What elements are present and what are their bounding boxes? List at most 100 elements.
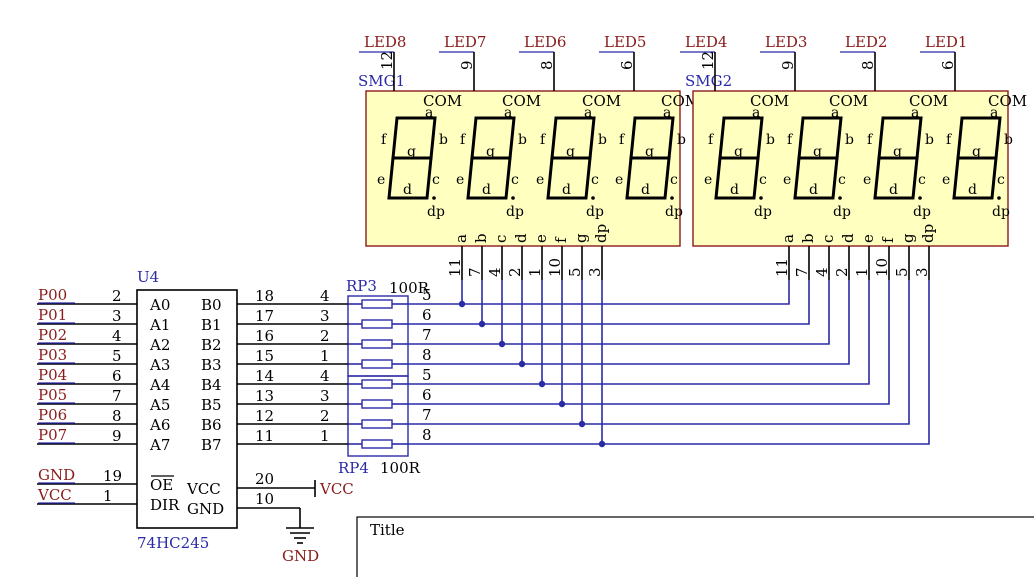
pin-name: B1 [201, 316, 222, 334]
junction-dot [518, 360, 526, 368]
bus-wire [408, 280, 850, 365]
seg-label-g: g [645, 144, 654, 160]
seven-seg-outline [793, 156, 839, 200]
bus-wire [408, 280, 910, 425]
segment-label-c: c [492, 235, 510, 243]
bus-wire [408, 280, 790, 305]
digit-com-label: COM [661, 92, 700, 110]
pin-number: 18 [255, 287, 274, 305]
title-label: Title [370, 521, 405, 539]
pin-name: B3 [201, 356, 222, 374]
pin-name: B4 [201, 376, 222, 394]
resistor-element [361, 399, 393, 409]
pin-number: 4 [112, 327, 122, 345]
pin-number: 7 [112, 387, 122, 405]
seg-label-f: f [619, 132, 626, 148]
net-label-gnd: GND [38, 466, 75, 484]
net-label-p06: P06 [38, 406, 67, 424]
pin-name: B2 [201, 336, 222, 354]
seg-label-a: a [911, 105, 919, 121]
segment-pin-number: 7 [466, 267, 484, 277]
pin-name: B5 [201, 396, 222, 414]
pin-name: A4 [149, 376, 170, 394]
display-body-smg2 [692, 90, 1009, 247]
seg-label-a: a [831, 105, 839, 121]
seven-seg-outline [387, 156, 433, 200]
pin-number: 19 [103, 467, 122, 485]
net-label-led7: LED7 [444, 33, 486, 51]
resistor-element [361, 339, 393, 349]
segment-label-dp: dp [919, 224, 937, 243]
pin-name: DIR [150, 496, 180, 514]
segment-pin-number: 7 [793, 267, 811, 277]
common-pin-number: 12 [699, 51, 717, 70]
seg-label-f: f [540, 132, 547, 148]
dp-dot [997, 196, 1001, 200]
digit-com-label: COM [423, 92, 462, 110]
seg-label-d: d [809, 182, 818, 198]
junction-dot [538, 380, 546, 388]
segment-label-c: c [819, 235, 837, 243]
seg-label-c: c [759, 172, 767, 188]
net-label-vcc: VCC [319, 480, 354, 498]
seg-label-c: c [997, 172, 1005, 188]
net-label-p03: P03 [38, 346, 67, 364]
resistor-element [361, 419, 393, 429]
seg-label-d: d [968, 182, 977, 198]
resistor-pin-number: 1 [320, 347, 330, 365]
dp-dot [511, 196, 515, 200]
seven-seg-outline [952, 156, 998, 200]
segment-label-g: g [572, 233, 590, 243]
resistor-pin-number: 3 [320, 307, 330, 325]
net-label-led6: LED6 [524, 33, 566, 51]
common-pin-number: 8 [538, 60, 556, 70]
segment-pin-number: 4 [486, 267, 504, 277]
junction-dot [578, 420, 586, 428]
pin-name: B6 [201, 416, 222, 434]
dp-dot [918, 196, 922, 200]
resistor-pin-number: 5 [422, 286, 432, 304]
seg-label-e: e [536, 172, 544, 188]
seg-label-b: b [766, 132, 775, 148]
seven-seg-outline [546, 156, 592, 200]
seg-label-f: f [867, 132, 874, 148]
resistor-element [361, 299, 393, 309]
seg-label-a: a [752, 105, 760, 121]
pin-name: A7 [149, 436, 170, 454]
bus-wire [408, 280, 830, 345]
pin-number: 6 [112, 367, 122, 385]
seg-label-e: e [942, 172, 950, 188]
seg-label-b: b [518, 132, 527, 148]
seg-label-g: g [893, 144, 902, 160]
seg-label-dp: dp [665, 204, 683, 220]
segment-label-d: d [512, 233, 530, 243]
seg-label-g: g [813, 144, 822, 160]
digit-com-label: COM [988, 92, 1027, 110]
common-pin-number: 8 [859, 60, 877, 70]
pin-number: 14 [255, 367, 274, 385]
seg-label-a: a [663, 105, 671, 121]
segment-pin-number: 2 [506, 267, 524, 277]
seg-label-c: c [838, 172, 846, 188]
seg-label-g: g [972, 144, 981, 160]
chip-part-number: 74HC245 [137, 534, 209, 552]
dp-dot [759, 196, 763, 200]
pin-name: GND [187, 500, 224, 518]
title-block [356, 516, 1034, 577]
seg-label-e: e [783, 172, 791, 188]
seg-label-dp: dp [992, 204, 1010, 220]
net-label-gnd: GND [282, 547, 319, 565]
resistor-value: 100R [380, 459, 421, 477]
pin-name: OE [150, 476, 173, 494]
resistor-pin-number: 7 [422, 326, 432, 344]
net-label-p04: P04 [38, 366, 67, 384]
seg-label-d: d [482, 182, 491, 198]
seg-label-e: e [456, 172, 464, 188]
display-designator: SMG1 [358, 72, 405, 90]
seg-label-f: f [708, 132, 715, 148]
chip-designator: U4 [137, 268, 159, 286]
seven-seg-outline [625, 156, 671, 200]
common-pin-number: 6 [939, 60, 957, 70]
seg-label-e: e [704, 172, 712, 188]
pin-name: A5 [149, 396, 170, 414]
